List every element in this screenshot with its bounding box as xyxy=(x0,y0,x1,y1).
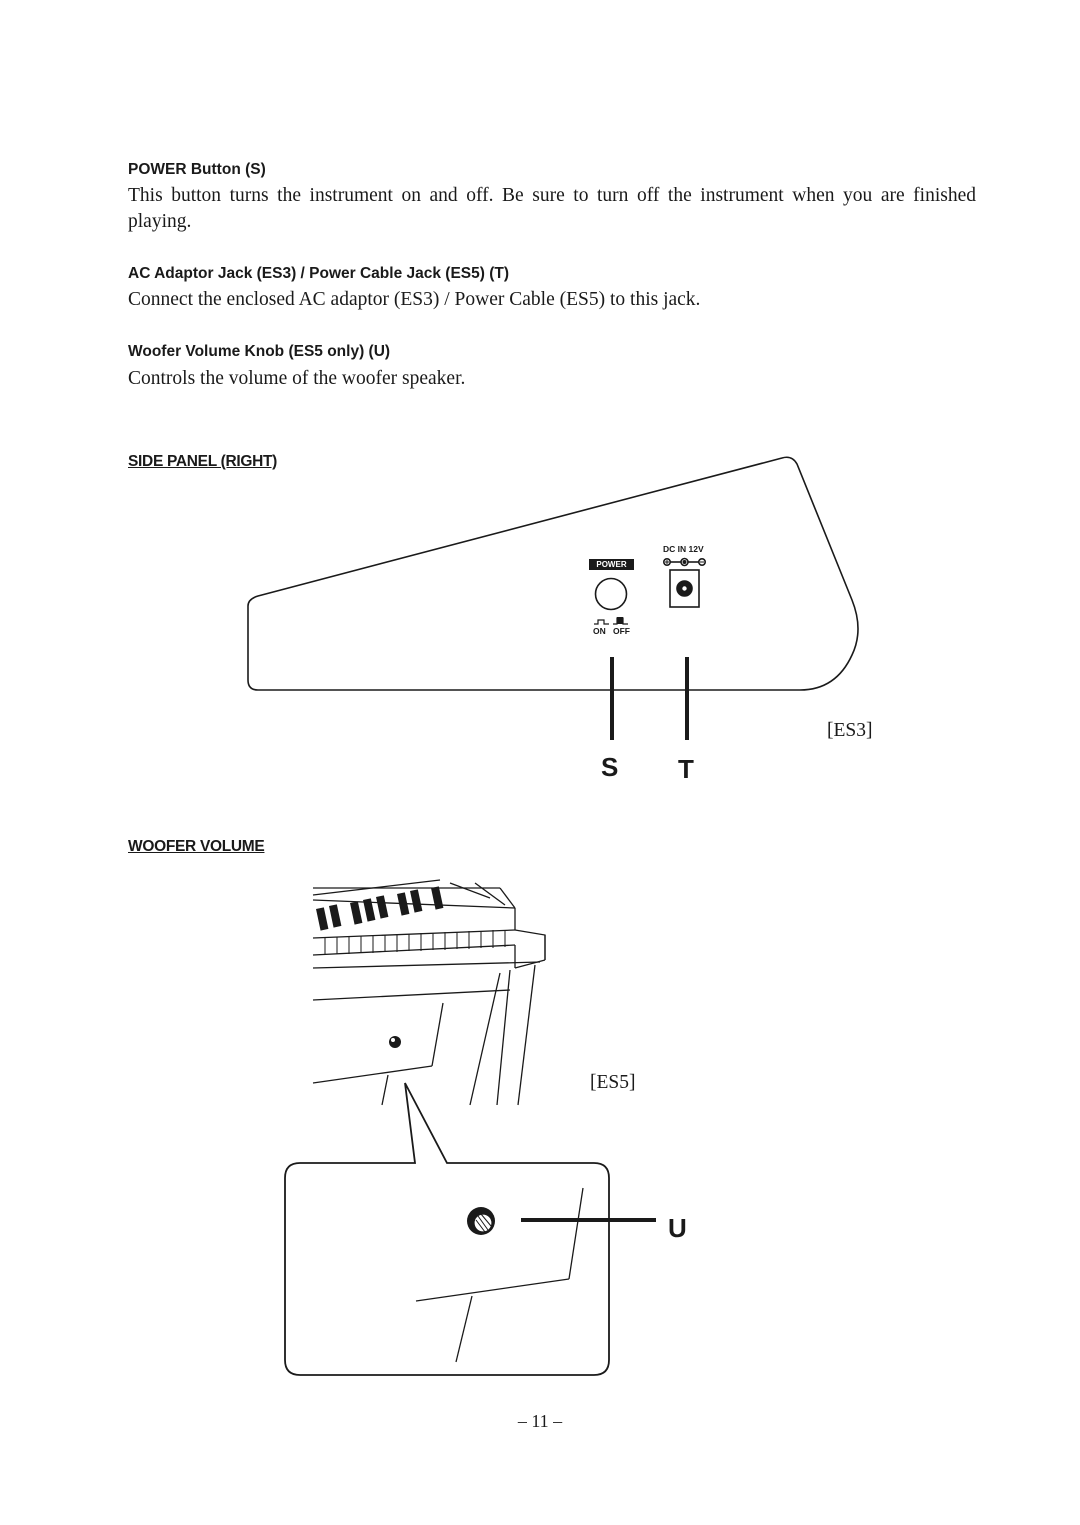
woofer-knob-heading: Woofer Volume Knob (ES5 only) (U) xyxy=(128,343,391,360)
ac-adaptor-description: Connect the enclosed AC adaptor (ES3) / … xyxy=(128,289,701,310)
callout-u: U xyxy=(668,1213,687,1243)
callout-line-t xyxy=(685,657,689,740)
zoom-callout-box xyxy=(284,1082,610,1376)
model-es3: [ES3] xyxy=(827,720,873,741)
callout-line-s xyxy=(610,657,614,740)
power-label: POWER xyxy=(596,560,627,569)
dc-in-label: DC IN 12V xyxy=(663,544,704,554)
page-number: – 11 – xyxy=(517,1411,563,1431)
power-button-description: This button turns the instrument on and … xyxy=(128,185,976,232)
callout-line-u xyxy=(521,1218,656,1222)
woofer-knob-large xyxy=(467,1207,495,1235)
model-es5: [ES5] xyxy=(590,1072,636,1093)
dc-jack-box xyxy=(669,569,700,608)
side-panel-outline xyxy=(247,456,859,691)
woofer-knob-description: Controls the volume of the woofer speake… xyxy=(128,368,466,389)
woofer-volume-title: WOOFER VOLUME xyxy=(128,838,265,855)
on-label: ON xyxy=(593,626,606,636)
callout-s: S xyxy=(601,752,619,782)
callout-t: T xyxy=(678,754,694,784)
side-panel-title: SIDE PANEL (RIGHT) xyxy=(128,453,278,470)
off-label: OFF xyxy=(613,626,630,636)
ac-adaptor-heading: AC Adaptor Jack (ES3) / Power Cable Jack… xyxy=(128,265,510,282)
power-button-circle xyxy=(594,577,628,611)
power-button-heading: POWER Button (S) xyxy=(128,161,266,178)
power-label-bg xyxy=(589,559,634,570)
